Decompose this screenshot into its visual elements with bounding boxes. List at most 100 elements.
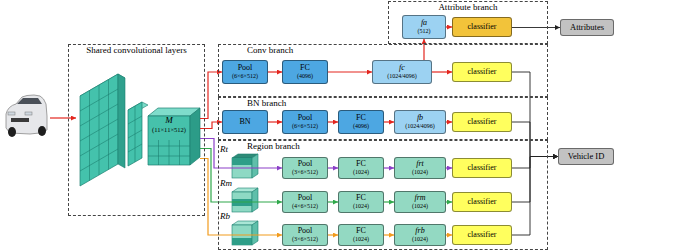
layer-size: (6×6×512) [232,73,258,80]
branch-group: Attribute branch fa(512) classifier [388,1,548,44]
slab-grid [80,80,118,181]
flow-arrow [328,201,338,202]
layer-size: (6×6×512) [292,123,318,130]
group-title: Region branch [247,141,547,152]
layer-box: fb(1024/4096) [394,110,446,134]
layer-name: Vehicle ID [568,152,605,161]
region-cube-top [232,154,258,178]
cube-grid [148,140,190,165]
layer-box: BN [222,110,268,134]
layer-box: Pool(6×6×512) [222,60,268,84]
layer-box: Attributes [560,19,614,36]
layer-box: frt(1024) [394,157,446,179]
layer-size: (3×6×512) [292,169,318,176]
layer-size: (1024) [412,236,428,243]
layer-name: frm [414,194,425,203]
layer-box: classifier [452,112,512,132]
layer-box: fc(1024/4096) [372,60,432,84]
flow-arrow [512,157,558,169]
group-title: BN branch [247,98,547,109]
layer-size: (1024) [353,169,369,176]
layer-box: Pool(3×6×512) [282,224,328,246]
layer-name: classifier [468,23,497,32]
flow-arrow [384,201,394,202]
car-wheel [38,126,46,136]
branch-group: Conv branchPool(6×6×512)FC(4096)fc(1024/… [218,44,548,97]
flow-arrow [200,159,282,236]
layer-box: frm(1024) [394,191,446,213]
layer-size: (4×6×512) [292,203,318,210]
layer-box: classifier [452,225,512,245]
cube-slice [232,238,252,245]
feature-cube [148,108,200,165]
cube-side [190,108,200,165]
region-label: Rt [220,145,228,155]
flow-arrow [268,121,282,122]
cube-front [148,116,190,165]
layer-size: (1024) [353,236,369,243]
feature-map: M(11×11×512) [148,108,200,165]
layer-box: Vehicle ID [558,148,614,165]
layer-size: (1024) [412,169,428,176]
layer-box: FC(1024) [338,157,384,179]
cube-side [252,154,258,178]
slab-side [118,74,125,168]
layer-name: classifier [468,118,497,127]
layer-name: Pool [238,64,253,73]
layer-name: Pool [298,114,313,123]
layer-name: FC [356,114,366,123]
region-label: Rm [220,179,232,189]
branch-group: Shared convolutional layersM(11×11×512) [68,44,205,216]
layer-name: classifier [468,164,497,173]
layer-box: FC(1024) [338,224,384,246]
flow-arrow [200,149,282,203]
layer-name: Pool [298,227,313,236]
layer-size: (1024) [353,203,369,210]
layer-size: (3×6×512) [292,236,318,243]
layer-name: frb [415,227,424,236]
layer-box: Pool(3×6×512) [282,157,328,179]
flow-arrow [432,71,452,72]
flow-arrow [384,167,394,168]
layer-name: classifier [468,231,497,240]
layer-name: FC [356,194,366,203]
flow-arrow [268,71,282,72]
layer-name: Attributes [570,23,604,32]
car-headlight [25,112,32,115]
layer-name: FC [356,227,366,236]
branch-group: Region branchPool(3×6×512)FC(1024)frt(10… [218,140,548,250]
slab-grid [128,106,142,162]
slab-front [80,74,118,186]
layer-box: FC(1024) [338,191,384,213]
group-title: Attribute branch [389,2,547,13]
flow-arrow [328,121,338,122]
flow-arrow [512,157,558,236]
region-cube-bottom [232,221,258,245]
branch-group: BN branchBN Pool(6×6×512) FC(4096) fb(1024/… [218,97,548,140]
layer-size: (1024) [412,203,428,210]
layer-size: (1024/4096) [405,123,435,130]
flow-arrow [328,71,372,72]
flow-arrow [384,234,394,235]
layer-box: FC(4096) [282,60,328,84]
layer-name: Pool [298,160,313,169]
flow-arrow [328,234,338,235]
layer-name: BN [239,118,250,127]
layer-box: FC(4096) [338,110,384,134]
cube-side [252,221,258,245]
slab-front [128,102,142,166]
layer-box: Pool(6×6×512) [282,110,328,134]
flow-arrow [384,121,394,122]
region-label: Rb [220,212,230,222]
layer-box: classifier [452,158,512,178]
layer-name: Pool [298,194,313,203]
flow-arrow [423,39,424,60]
layer-box: fa(512) [402,15,446,39]
conv-layers [80,74,148,186]
car-grille [11,118,29,122]
region-cube-middle [232,188,258,212]
layer-size: (4096) [297,73,313,80]
flow-arrow [512,27,560,28]
input-arrow [50,117,76,118]
